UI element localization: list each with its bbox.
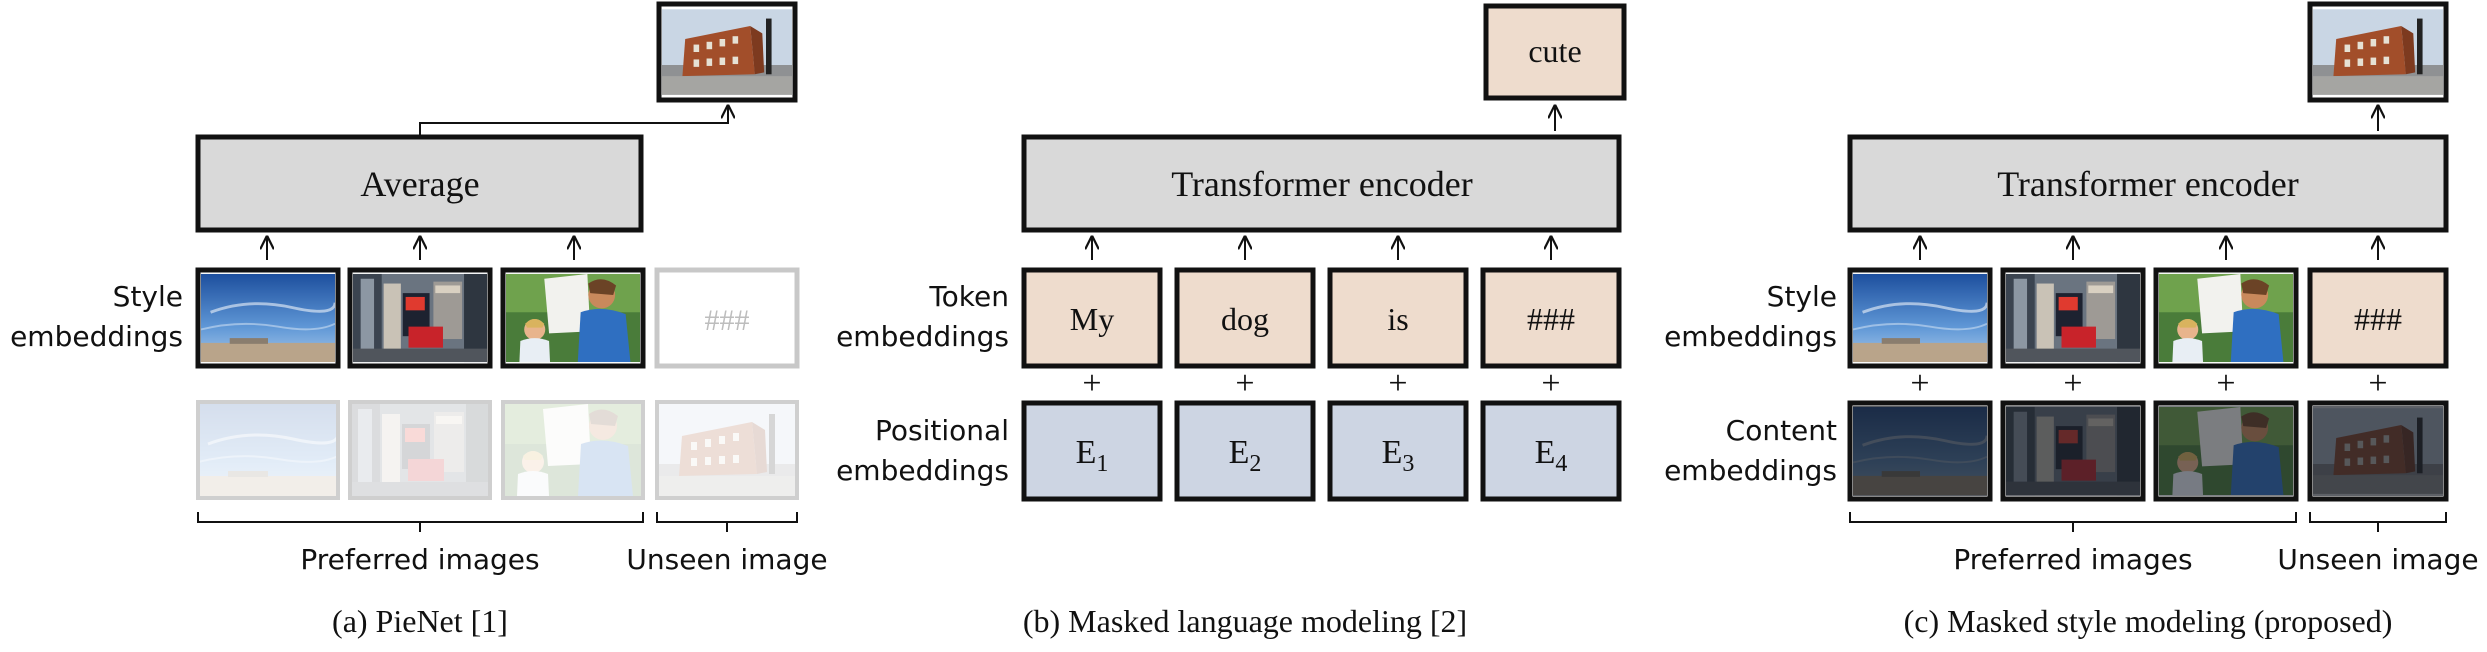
faded-city-thumbnail [350,404,490,496]
token-text: My [1070,301,1114,337]
plus-sign: + [1235,365,1254,402]
positional-embeddings-label-line1: Positional [875,414,1009,447]
preferred-images-label: Preferred images [1953,543,2192,576]
caption-a: (a) PieNet [1] [332,603,508,639]
sky-landscape-thumbnail [1853,273,1987,363]
darken-overlay [2006,406,2140,496]
plus-sign: + [2368,365,2387,402]
brick-building-thumbnail [662,9,792,95]
faded-content-row [198,402,797,498]
token-embeddings-label-line1: Token [928,280,1009,313]
mask-token-text: ### [1527,301,1575,337]
output-token-box [1483,3,1627,101]
panel-c: Transformer encoder Style embeddings Con… [1664,1,2479,639]
positional-embeddings-label-line2: embeddings [836,454,1009,487]
token-embeddings-label-line2: embeddings [836,320,1009,353]
style-embeddings-label-line1: Style [1767,280,1837,313]
token-box [1021,267,1163,369]
mask-token-text: ### [2354,301,2402,337]
unseen-image-label: Unseen image [2277,543,2478,576]
panel-a: Average Style embeddings ### [10,1,828,639]
panel-b-up-arrows [1092,237,1551,260]
plus-sign: + [2216,365,2235,402]
style-embeddings-label-line2: embeddings [1664,320,1837,353]
positional-text: E3 [1382,434,1415,477]
preferred-images-bracket [197,512,644,532]
token-text: is [1387,301,1408,337]
style-embeddings-label-line2: embeddings [10,320,183,353]
token-text: dog [1221,301,1269,337]
style-embeddings-label-line1: Style [113,280,183,313]
darken-overlay [2159,406,2293,496]
positional-box [1174,400,1316,502]
content-embeddings-label-line1: Content [1726,414,1837,447]
faded-content-frames [196,400,799,500]
transformer-encoder-label: Transformer encoder [1171,164,1473,204]
average-label: Average [360,164,479,204]
faded-child-thumbnail [503,404,643,496]
plus-sign: + [2063,365,2082,402]
faded-mask-token: ### [705,304,750,337]
plus-sign: + [1388,365,1407,402]
transformer-encoder-label: Transformer encoder [1997,164,2299,204]
transformer-encoder-box [1021,134,1622,233]
caption-b: (b) Masked language modeling [2] [1023,603,1467,639]
panel-c-plus-signs: + + + + [1910,365,2387,402]
panel-b-plus-signs: + + + + [1082,365,1560,402]
panel-b: cute Transformer encoder Token embedding… [836,3,1627,639]
average-to-output-arrow [419,106,728,135]
mask-token-box [2307,267,2449,369]
panel-c-up-arrows [1920,237,2378,260]
preferred-images-bracket [1849,512,2297,532]
output-token-text: cute [1528,33,1581,69]
faded-building-thumbnail [657,404,797,496]
plus-sign: + [1082,365,1101,402]
positional-box [1327,400,1469,502]
plus-sign: + [1910,365,1929,402]
average-box [195,134,644,233]
positional-text: E2 [1229,434,1262,477]
faded-mask-box [654,267,800,369]
preferred-images-label: Preferred images [300,543,539,576]
darken-overlay [2313,406,2443,496]
token-box [1174,267,1316,369]
city-street-thumbnail [353,273,487,363]
positional-box [1480,400,1622,502]
child-with-paper-thumbnail [506,273,640,363]
token-box [1480,267,1622,369]
city-street-thumbnail [2006,273,2140,363]
sky-landscape-thumbnail [201,273,335,363]
brick-building-thumbnail [2313,9,2443,95]
unseen-image-bracket [656,512,798,532]
positional-text: E1 [1076,434,1109,477]
faded-sky-thumbnail [198,402,338,498]
darken-overlay [1853,406,1987,496]
plus-sign: + [1541,365,1560,402]
unseen-image-label: Unseen image [626,543,827,576]
transformer-encoder-box [1847,134,2449,233]
positional-box [1021,400,1163,502]
panel-a-up-arrows [267,237,574,260]
token-box [1327,267,1469,369]
positional-text: E4 [1535,434,1568,477]
content-embeddings-label-line2: embeddings [1664,454,1837,487]
unseen-image-bracket [2309,512,2447,532]
child-with-paper-thumbnail [2159,273,2293,363]
caption-c: (c) Masked style modeling (proposed) [1904,603,2393,639]
